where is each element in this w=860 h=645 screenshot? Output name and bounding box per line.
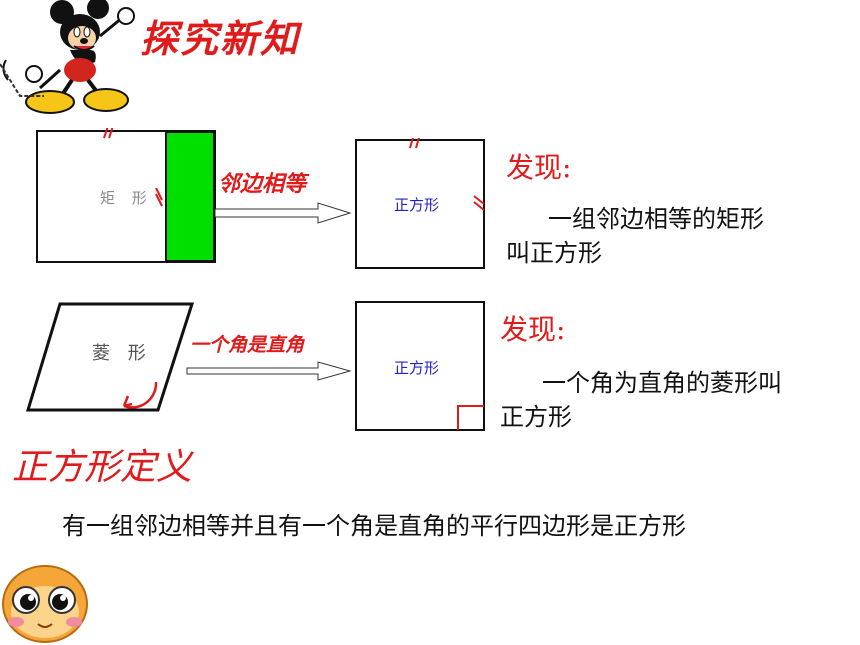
mickey-mouse-icon <box>0 0 135 114</box>
right-angle-label: 一个角是直角 <box>190 334 305 356</box>
finding-label-1: 发现: <box>506 151 572 184</box>
page-title: 探究新知 <box>140 16 301 61</box>
right-arrow-icon <box>214 202 352 224</box>
rhombus-figure <box>26 302 195 412</box>
finding-text-1: 一组邻边相等的矩形 叫正方形 <box>506 202 846 270</box>
adjacent-sides-equal-label: 邻边相等 <box>218 171 307 197</box>
definition-title: 正方形定义 <box>12 447 193 488</box>
finding-text-2-line2: 正方形 <box>500 403 572 431</box>
right-arrow-icon <box>186 361 352 381</box>
finding-text-1-line1: 一组邻边相等的矩形 <box>548 205 764 233</box>
finding-text-2-line1: 一个角为直角的菱形叫 <box>542 369 782 397</box>
finding-text-2: 一个角为直角的菱形叫 正方形 <box>500 366 850 434</box>
definition-text: 有一组邻边相等并且有一个角是直角的平行四边形是正方形 <box>62 512 686 540</box>
square-label-1: 正方形 <box>394 196 440 214</box>
square-figure-2 <box>355 301 485 431</box>
square-figure-1 <box>355 138 485 269</box>
rectangle-figure <box>36 128 216 263</box>
rhombus-label: 菱 形 <box>92 343 152 364</box>
finding-label-2: 发现: <box>500 313 566 346</box>
cartoon-face-icon <box>2 565 88 643</box>
finding-text-1-line2: 叫正方形 <box>506 239 602 267</box>
rectangle-label: 矩 形 <box>100 189 153 207</box>
square-label-2: 正方形 <box>394 359 440 377</box>
